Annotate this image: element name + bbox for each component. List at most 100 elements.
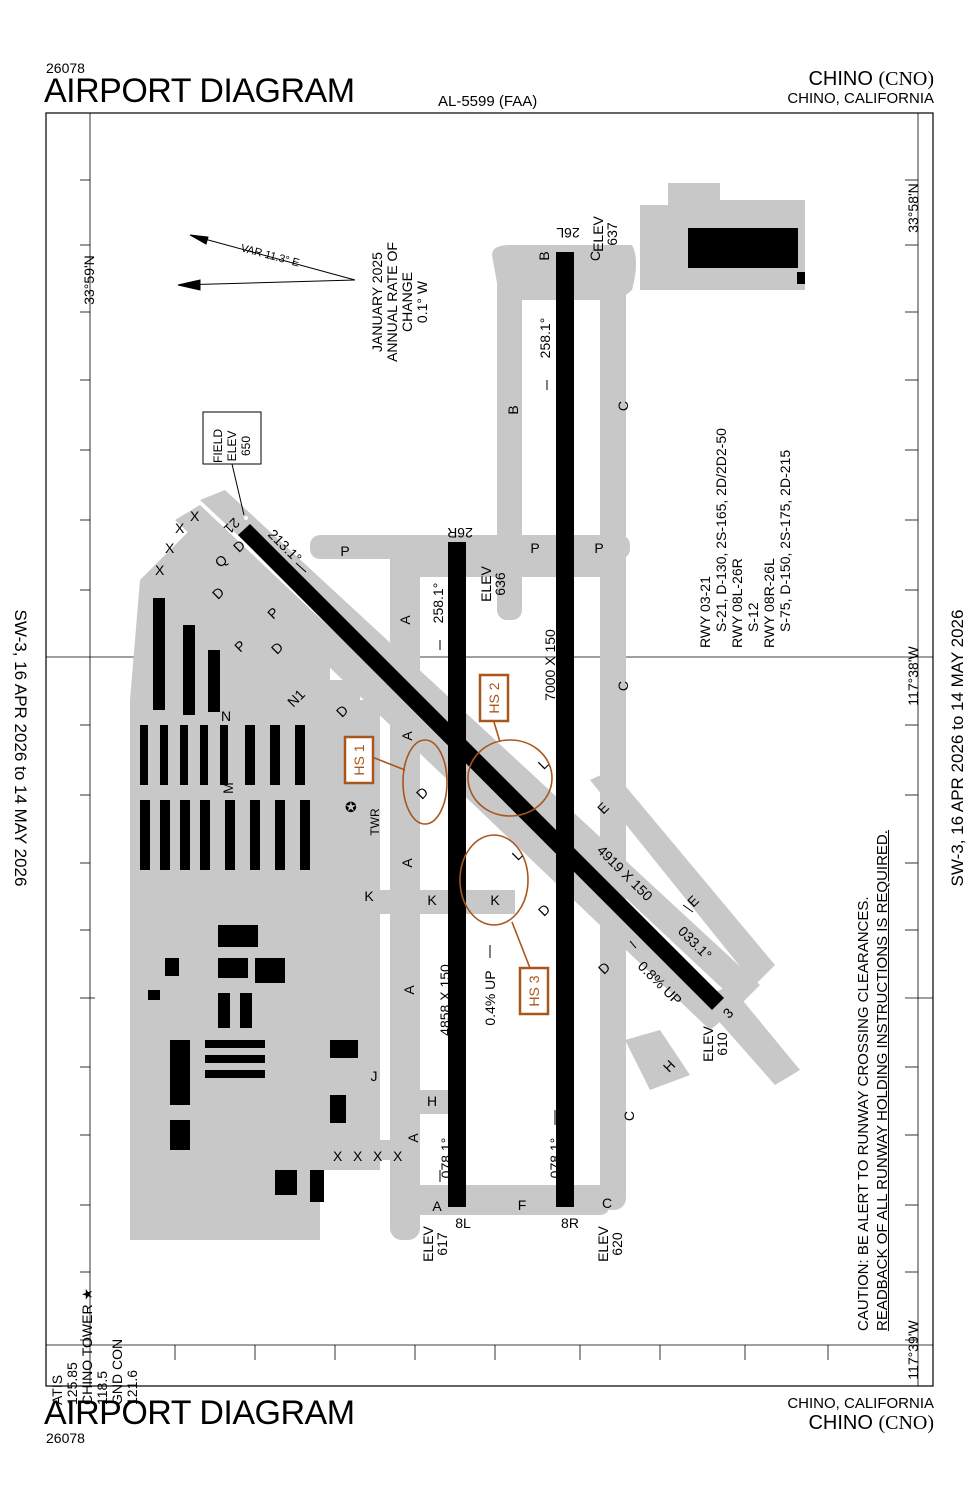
airport-name: CHINO	[808, 68, 873, 90]
tower-label: TWR	[368, 808, 382, 836]
runway-26r-elev: ELEV 636	[478, 559, 508, 609]
elev-label: ELEV	[420, 1226, 436, 1262]
procedure-number-top: 26078	[46, 60, 85, 76]
elev-label: ELEV	[700, 1026, 716, 1062]
runways	[238, 252, 724, 1207]
heading-arrows	[295, 380, 694, 1182]
location-bottom: CHINO, CALIFORNIA	[787, 1395, 934, 1412]
runway-26l-label: 26L	[556, 225, 580, 241]
lat-left-label: 33°59'N	[81, 255, 97, 305]
magnetic-variation-arrows	[177, 234, 356, 291]
atis-frequency: 125.85	[64, 1362, 80, 1405]
taxiway-h-west	[390, 1090, 450, 1114]
elev-value: 617	[434, 1232, 450, 1256]
hot-spots	[371, 721, 553, 969]
taxiway-p	[310, 535, 630, 559]
runway-3-elev: ELEV 610	[700, 1019, 730, 1069]
airport-name-bottom: CHINO (CNO)	[808, 1412, 934, 1435]
runway-strength-notes: RWY 03-21 S-21, D-130, 2S-165, 2D/2D2-50…	[697, 388, 793, 648]
runway-3-overrun	[700, 985, 800, 1085]
lon-right-top-label: 117°38'W	[905, 646, 921, 706]
northwest-apron	[130, 520, 330, 700]
atis-label: ATIS	[49, 1374, 65, 1405]
rwy-08l-26r-strength: S-12	[745, 602, 761, 632]
field-elevation-value: 650	[239, 435, 253, 457]
lat-ticks-left	[80, 179, 95, 1341]
tower-frequency: 118.5	[94, 1371, 110, 1405]
runway-26r-heading: 258.1°	[430, 582, 446, 624]
procedure-number-bottom: 26078	[46, 1430, 85, 1446]
field-label: FIELD	[211, 429, 225, 464]
runway-26r-label: 26R	[447, 525, 473, 541]
hot-spot-3-box	[518, 966, 550, 1016]
rwy-08l-26r-label: RWY 08L-26R	[729, 558, 745, 648]
taxiway-f-label: F	[517, 1197, 527, 1213]
lon-right-bottom-label: 117°39'W	[905, 1320, 921, 1380]
comm-frequencies: ATIS 125.85 CHINO TOWER ★ 118.5 GND CON …	[49, 1255, 140, 1405]
runway-26r-8l	[448, 542, 466, 1207]
closed-markers-north: X	[190, 508, 206, 524]
taxiway-a-label: A	[399, 731, 415, 741]
location-top: CHINO, CALIFORNIA	[787, 90, 934, 107]
taxiway-b-label: B	[536, 251, 552, 261]
magnetic-date-block: JANUARY 2025 ANNUAL RATE OF CHANGE 0.1° …	[369, 222, 430, 382]
buildings	[140, 228, 805, 1202]
caution-line-1: CAUTION: BE ALERT TO RUNWAY CROSSING CLE…	[855, 896, 872, 1331]
coordinate-grid	[46, 113, 933, 1386]
hot-spot-3-circle	[459, 834, 529, 926]
taxiway-c-label: C	[615, 680, 631, 692]
taxiway-a-label: A	[397, 615, 413, 625]
hot-spot-1-circle	[402, 739, 448, 825]
caution-note: CAUTION: BE ALERT TO RUNWAY CROSSING CLE…	[854, 731, 892, 1331]
rwy-03-21-strength: S-21, D-130, 2S-165, 2D/2D2-50	[713, 428, 729, 632]
closed-x: X	[190, 508, 207, 524]
taxiway-c	[600, 250, 626, 1210]
ground-frequency: 121.6	[124, 1369, 140, 1405]
runway-8l-heading: 078.1°	[438, 1137, 454, 1179]
closed-x: X	[155, 562, 165, 578]
runway-26l-8r	[556, 252, 574, 1207]
closed-x: X	[165, 540, 175, 556]
tower-frequency-label: CHINO TOWER	[79, 1304, 95, 1405]
hot-spot-3-label: HS 3	[526, 975, 542, 1007]
closed-x: X	[333, 1148, 343, 1164]
runway-3-21	[238, 524, 724, 1010]
elev-label: ELEV	[478, 566, 494, 602]
tower-star-icon: ★	[79, 1287, 95, 1301]
taxiway-m-label: M	[220, 782, 236, 794]
lat-right-label: 33°58'N	[905, 183, 921, 233]
elev-value: 620	[609, 1232, 625, 1256]
runway-8r-label: 8R	[561, 1215, 579, 1231]
page-title-top: AIRPORT DIAGRAM	[44, 72, 355, 110]
magnetic-rate: 0.1° W	[414, 280, 430, 324]
magnetic-date: JANUARY 2025	[369, 252, 385, 352]
taxiway-h-label: H	[426, 1093, 438, 1109]
ground-label: GND CON	[109, 1338, 125, 1405]
taxiway-c-label: C	[587, 250, 603, 262]
hot-spot-2-circle	[467, 739, 553, 817]
lon-ticks-bottom	[46, 1344, 933, 1360]
hot-spot-1-label: HS 1	[351, 744, 367, 776]
runway-26l-dims: 7000 X 150	[542, 629, 558, 701]
magnetic-rate-label: ANNUAL RATE OF CHANGE	[384, 242, 415, 362]
elev-value: 636	[492, 572, 508, 596]
caution-line-2: READBACK OF ALL RUNWAY HOLDING INSTRUCTI…	[874, 830, 891, 1331]
runway-26r-slope: 0.4% UP	[482, 970, 498, 1026]
runway-8r-heading: 078.1°	[547, 1137, 563, 1179]
lat-ticks-right	[905, 179, 933, 1341]
runway-8l-label: 8L	[455, 1215, 471, 1231]
taxiway-n-label: N	[220, 708, 232, 724]
runway-8l-elev: ELEV 617	[420, 1219, 450, 1269]
airport-id: (CNO)	[878, 1412, 934, 1434]
taxiway-j-label: J	[370, 1068, 378, 1084]
field-elevation: FIELD ELEV 650	[211, 418, 253, 474]
airport-id: (CNO)	[878, 68, 934, 90]
taxiway-a-label: A	[432, 1198, 442, 1214]
taxiway-e	[590, 770, 775, 985]
taxiway-k-label: K	[364, 888, 374, 904]
taxiway-a-label: A	[399, 858, 415, 868]
rwy-08r-26l-strength: S-75, D-150, 2S-175, 2D-215	[777, 449, 793, 632]
rwy-08r-26l-label: RWY 08R-26L	[761, 558, 777, 648]
runway-8r-elev: ELEV 620	[595, 1219, 625, 1269]
